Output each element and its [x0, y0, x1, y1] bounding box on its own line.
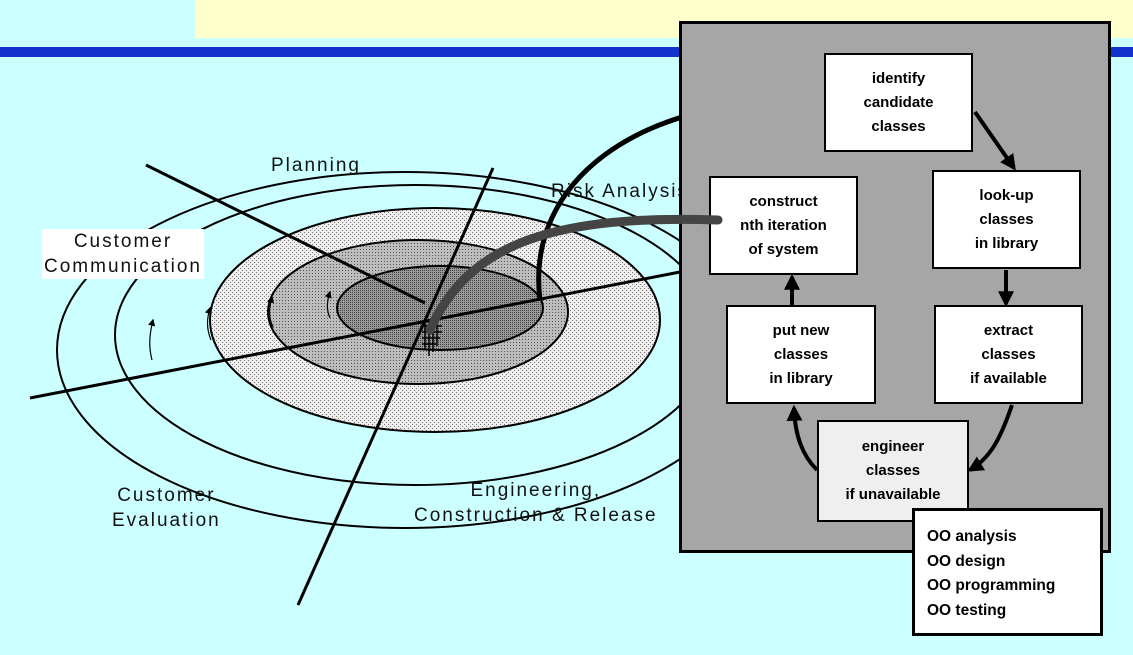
oo-activity-item: OO design	[927, 552, 1006, 570]
risk-analysis-label: Risk Analysis	[551, 181, 689, 202]
engineering-line-1: Engineering,	[470, 480, 602, 501]
quadrant-axes	[29, 163, 681, 606]
customer-communication-label: Customer Communication	[42, 229, 204, 279]
oo-activity-item: OO testing	[927, 601, 1007, 619]
oo-activities-box: OO analysis OO design OO programming OO …	[912, 508, 1103, 636]
customer-evaluation-line-2: Evaluation	[112, 510, 221, 531]
arrow-identify-to-lookup	[973, 110, 1016, 171]
arrow-extract-to-engineer	[967, 404, 1014, 472]
construct-nth-iteration-box: construct nth iteration of system	[709, 176, 858, 275]
put-new-classes-box: put new classes in library	[726, 305, 876, 404]
identify-candidate-classes-box: identify candidate classes	[824, 53, 973, 152]
engineer-classes-box: engineer classes if unavailable	[817, 420, 969, 522]
customer-evaluation-line-1: Customer	[117, 485, 216, 506]
look-up-classes-box: look-up classes in library	[932, 170, 1081, 269]
customer-evaluation-label: Customer Evaluation	[112, 483, 221, 533]
customer-communication-line-1: Customer	[73, 231, 173, 252]
spiral-direction-arrows	[148, 290, 332, 361]
oo-activity-item: OO analysis	[927, 528, 1017, 545]
extract-classes-box: extract classes if available	[934, 305, 1083, 404]
engineering-label: Engineering, Construction & Release	[414, 478, 658, 528]
engineering-line-2: Construction & Release	[414, 505, 658, 526]
oo-activity-item: OO programming	[927, 577, 1056, 594]
header-rule	[0, 47, 1133, 57]
planning-label: Planning	[271, 155, 361, 176]
arrow-engineer-to-putnew	[786, 404, 819, 472]
customer-communication-line-2: Communication	[44, 256, 202, 277]
